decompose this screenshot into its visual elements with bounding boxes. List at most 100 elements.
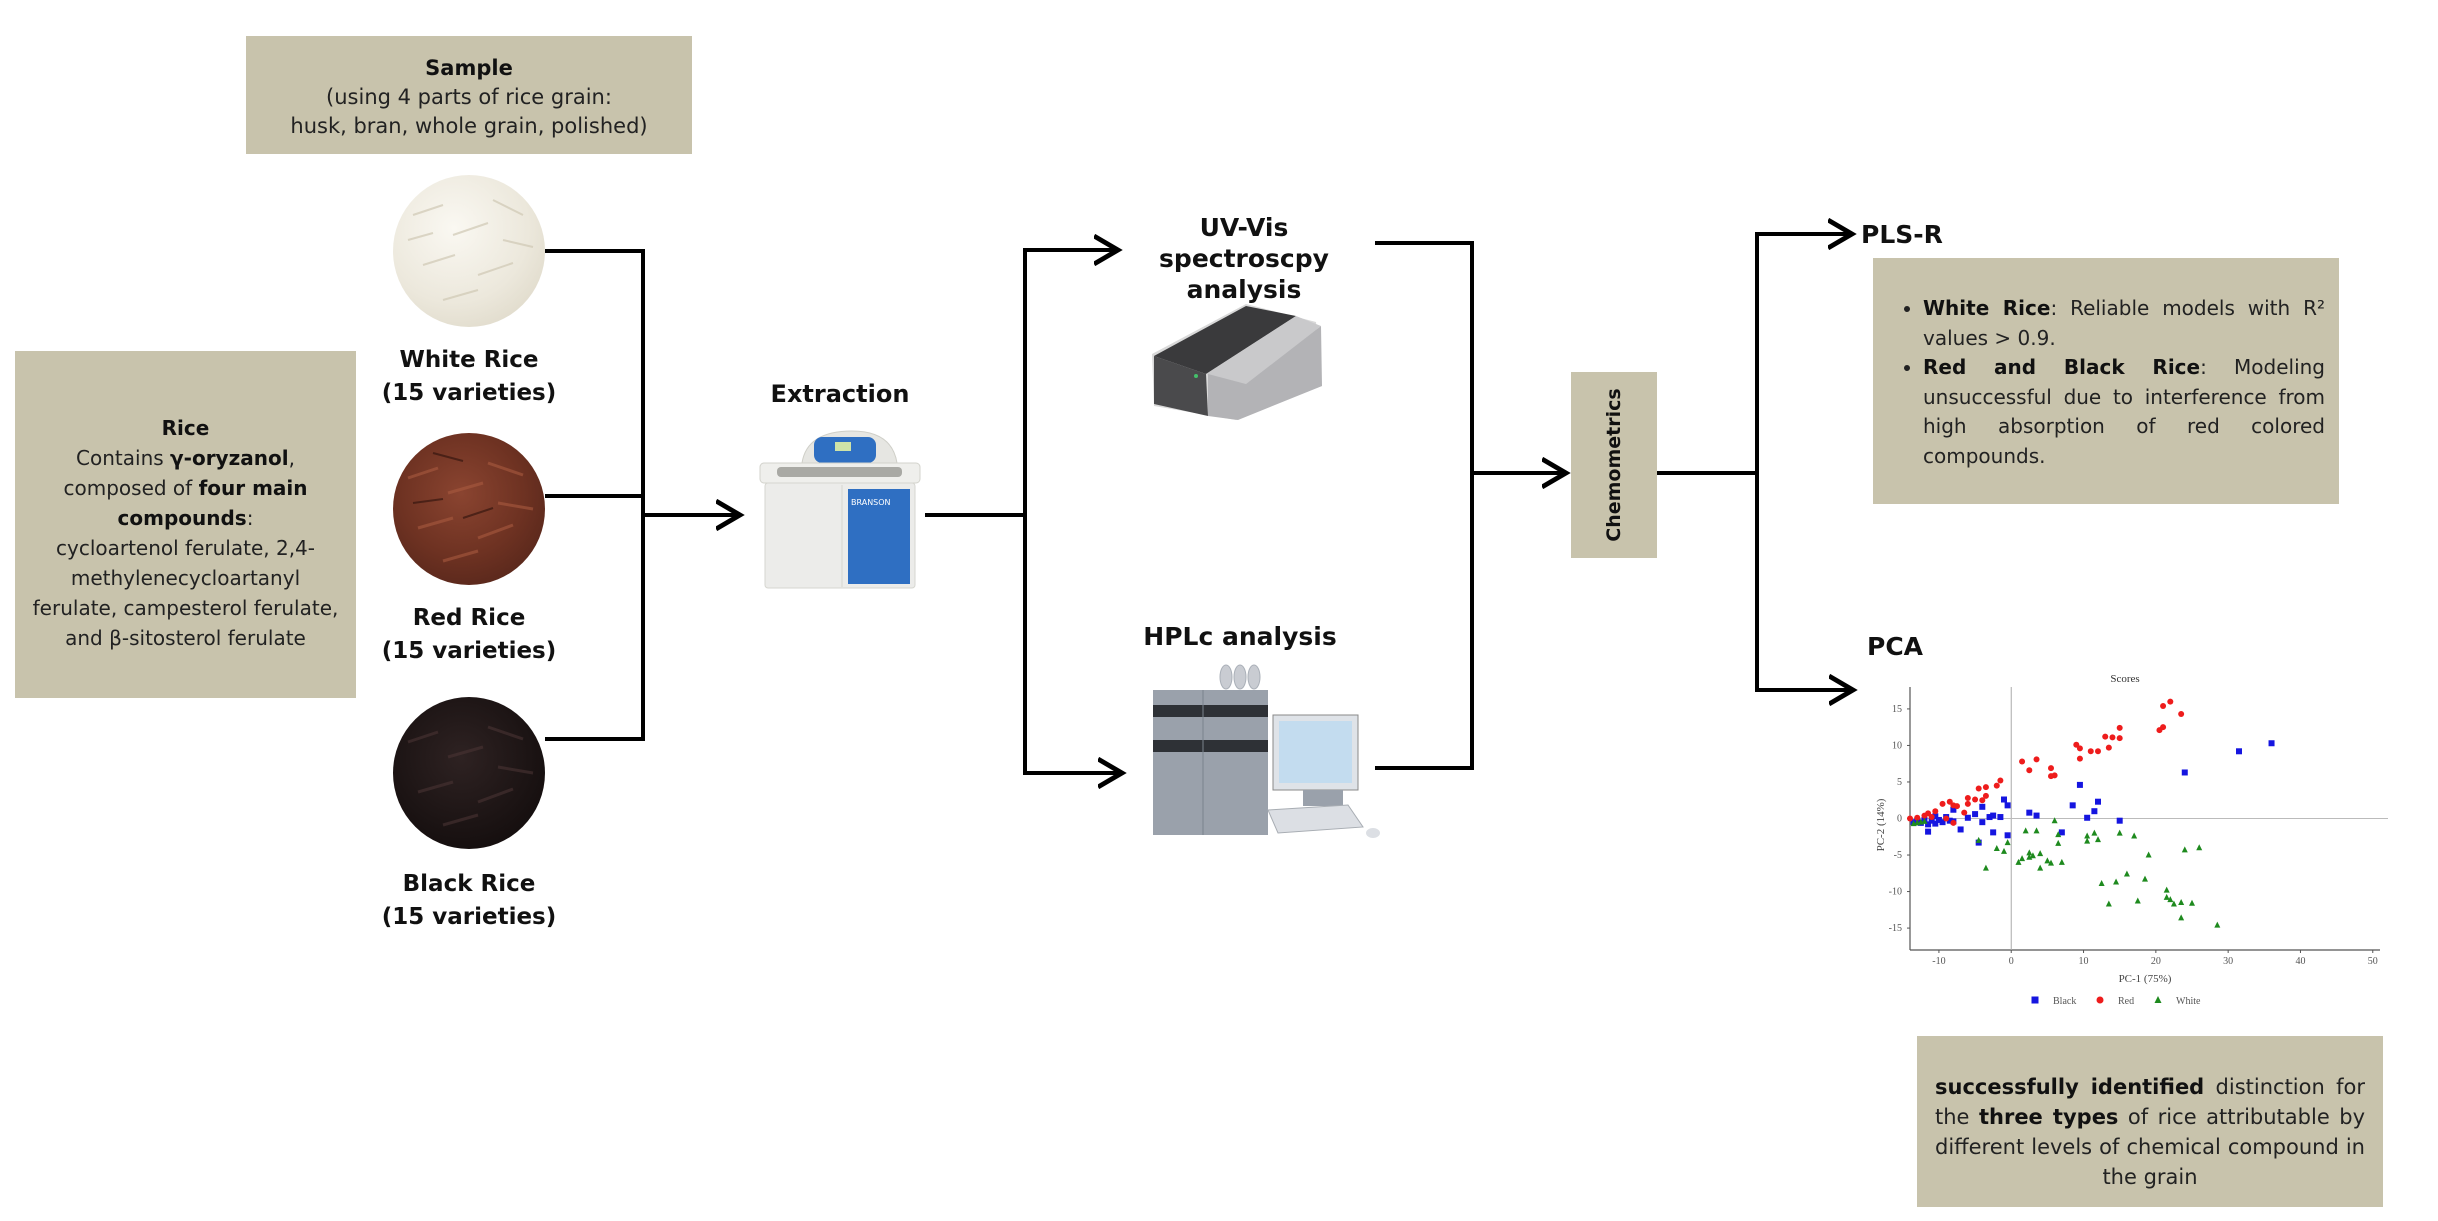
point-white <box>2001 847 2007 854</box>
point-black <box>1928 817 1935 824</box>
point-black <box>1957 826 1964 833</box>
point-red <box>1925 810 1932 817</box>
legend-marker-red <box>2096 996 2104 1004</box>
point-black <box>1964 814 1971 821</box>
extraction-label: Extraction <box>770 380 910 408</box>
point-red <box>1954 803 1960 810</box>
brand-text: BRANSON <box>851 498 891 507</box>
point-white <box>2163 886 2170 893</box>
point-black <box>2026 809 2033 816</box>
point-black <box>1950 806 1957 813</box>
legend-marker-black <box>2031 996 2039 1004</box>
point-black <box>2001 796 2007 803</box>
y-axis-label: PC-2 (14%) <box>1875 798 1887 851</box>
point-black <box>2268 740 2275 747</box>
point-black <box>1925 821 1932 828</box>
hplc-instrument-icon <box>1153 664 1380 838</box>
rice-line-5: methylenecycloartanyl <box>70 566 301 590</box>
rice-line-7: and β-sitosterol ferulate <box>65 626 306 650</box>
point-red <box>1907 815 1913 822</box>
point-black <box>2084 814 2091 821</box>
point-white <box>2189 899 2195 906</box>
point-black <box>1932 820 1939 827</box>
point-white <box>1993 844 2000 851</box>
point-white <box>2019 855 2026 862</box>
point-white <box>2142 875 2148 882</box>
sample-desc-line1: (using 4 parts of rice grain: <box>326 85 612 109</box>
point-white <box>2051 817 2058 824</box>
point-black <box>2076 781 2083 788</box>
y-tick-label: -5 <box>1894 850 1902 861</box>
y-tick-label: -15 <box>1889 923 1902 934</box>
rice-line-1: Contains γ-oryzanol, <box>76 446 295 470</box>
uvvis-label-line1: UV-Vis spectroscpy <box>1159 213 1329 273</box>
point-red <box>2167 698 2174 705</box>
point-white <box>2091 829 2098 836</box>
point-white <box>1921 817 1928 824</box>
black-rice-count: (15 varieties) <box>381 904 557 930</box>
legend-label-white: White <box>2176 996 2201 1007</box>
point-white <box>2095 836 2101 843</box>
x-tick-label: 20 <box>2151 956 2161 967</box>
point-black <box>2095 798 2101 805</box>
point-black <box>1990 812 1997 819</box>
point-white <box>2116 829 2123 836</box>
point-white <box>2048 859 2054 866</box>
point-white <box>2004 839 2011 846</box>
point-red <box>1975 785 1982 792</box>
point-white <box>1975 836 1982 843</box>
point-black <box>1946 817 1953 824</box>
point-white <box>2055 839 2062 846</box>
point-red <box>2105 744 2112 751</box>
rice-grain-texture-icon <box>407 725 534 827</box>
pca-label: PCA <box>1867 632 1924 661</box>
y-tick-label: 10 <box>1892 740 1902 751</box>
red-rice-label: Red Rice (15 varieties) <box>363 602 575 668</box>
point-white <box>1982 864 1989 871</box>
point-black <box>2181 769 2188 776</box>
point-white <box>2196 844 2203 851</box>
point-red <box>1928 814 1935 821</box>
rice-title: Rice <box>161 416 210 440</box>
conclusion-text-1: distinction for the <box>1935 1075 2365 1129</box>
legend-label-black: Black <box>2053 996 2076 1007</box>
point-black <box>2004 832 2011 839</box>
black-rice-name: Black Rice <box>402 871 536 897</box>
x-axis-label: PC-1 (75%) <box>2119 973 2172 985</box>
rice-line-4: cycloartenol ferulate, 2,4- <box>55 536 315 560</box>
point-white <box>2058 858 2065 865</box>
point-red <box>2026 767 2033 774</box>
point-white <box>2044 857 2051 864</box>
point-white <box>2015 858 2022 865</box>
pca-conclusion-box: successfully identified distinction for … <box>1917 1036 2383 1207</box>
point-red <box>2160 702 2167 709</box>
point-black <box>1925 828 1932 835</box>
point-black <box>1979 803 1986 810</box>
black-rice-label: Black Rice (15 varieties) <box>363 868 575 934</box>
point-red <box>2116 735 2123 742</box>
point-red <box>1950 819 1957 826</box>
point-black <box>1979 819 1986 826</box>
sample-desc-line2: husk, bran, whole grain, polished) <box>290 114 648 138</box>
point-white <box>2163 893 2170 900</box>
red-rice-count: (15 varieties) <box>381 638 557 664</box>
point-white <box>2033 827 2040 834</box>
point-black <box>1972 811 1979 818</box>
point-black <box>1932 813 1939 820</box>
plsr-results-box: White Rice: Reliable models with R² valu… <box>1873 258 2339 504</box>
point-white <box>2113 878 2120 885</box>
legend-label-red: Red <box>2118 996 2134 1007</box>
white-rice-image <box>393 175 545 327</box>
white-rice-label: White Rice (15 varieties) <box>363 344 575 410</box>
point-red <box>2095 748 2101 755</box>
point-red <box>1939 800 1946 807</box>
arrow-to-uvvis <box>1023 250 1118 515</box>
point-red <box>2048 765 2054 772</box>
y-tick-label: 5 <box>1897 777 1902 788</box>
point-red <box>2087 748 2094 755</box>
point-white <box>2134 897 2141 904</box>
point-red <box>2076 745 2083 752</box>
point-red <box>1972 796 1979 803</box>
